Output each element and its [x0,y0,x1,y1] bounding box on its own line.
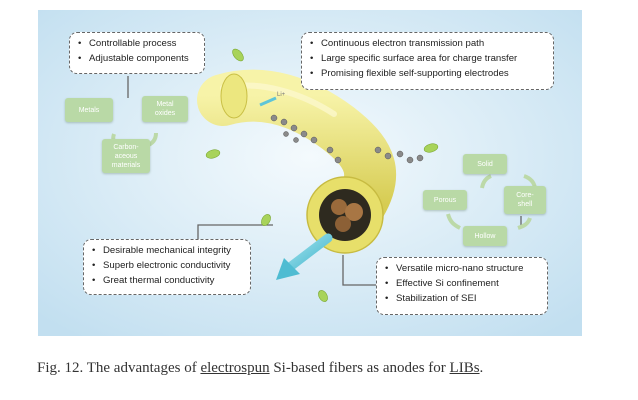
node-metals: Metals [65,98,113,122]
callout-item: Controllable process [78,36,196,51]
caption-link-libs[interactable]: LIBs [449,360,480,376]
node-core-shell: Core-shell [504,186,546,214]
figure-caption: Fig. 12. The advantages of electrospun S… [37,360,483,377]
figure-panel: Li+ Controllable process Adjustable comp… [38,10,582,336]
callout-item: Effective Si confinement [385,276,539,291]
callout-item: Superb electronic conductivity [92,258,242,273]
callout-item: Versatile micro-nano structure [385,261,539,276]
node-hollow: Hollow [463,226,507,246]
fiber [197,69,424,254]
bottom-left-callout: Desirable mechanical integrity Superb el… [83,239,251,295]
callout-item: Promising flexible self-supporting elect… [310,66,545,81]
top-left-callout: Controllable process Adjustable componen… [69,32,205,74]
node-carbonaceous: Carbon-aceous materials [102,139,150,173]
callout-item: Adjustable components [78,51,196,66]
callout-item: Great thermal conductivity [92,273,242,288]
electron-arrow [276,233,333,280]
small-arrow [259,96,277,107]
bottom-right-callout: Versatile micro-nano structure Effective… [376,257,548,315]
node-metal-oxides: Metal oxides [142,96,188,122]
caption-prefix: Fig. 12. The advantages of [37,360,201,376]
node-solid: Solid [463,154,507,174]
ion-label: Li+ [277,92,286,98]
callout-item: Stabilization of SEI [385,291,539,306]
caption-link-electrospun[interactable]: electrospun [200,360,270,376]
floating-ions [205,48,439,302]
node-porous: Porous [423,190,467,210]
callout-item: Continuous electron transmission path [310,36,545,51]
caption-middle: Si-based fibers as anodes for [269,360,450,376]
caption-suffix: . [479,360,484,376]
callout-item: Desirable mechanical integrity [92,243,242,258]
top-right-callout: Continuous electron transmission path La… [301,32,554,90]
callout-item: Large specific surface area for charge t… [310,51,545,66]
